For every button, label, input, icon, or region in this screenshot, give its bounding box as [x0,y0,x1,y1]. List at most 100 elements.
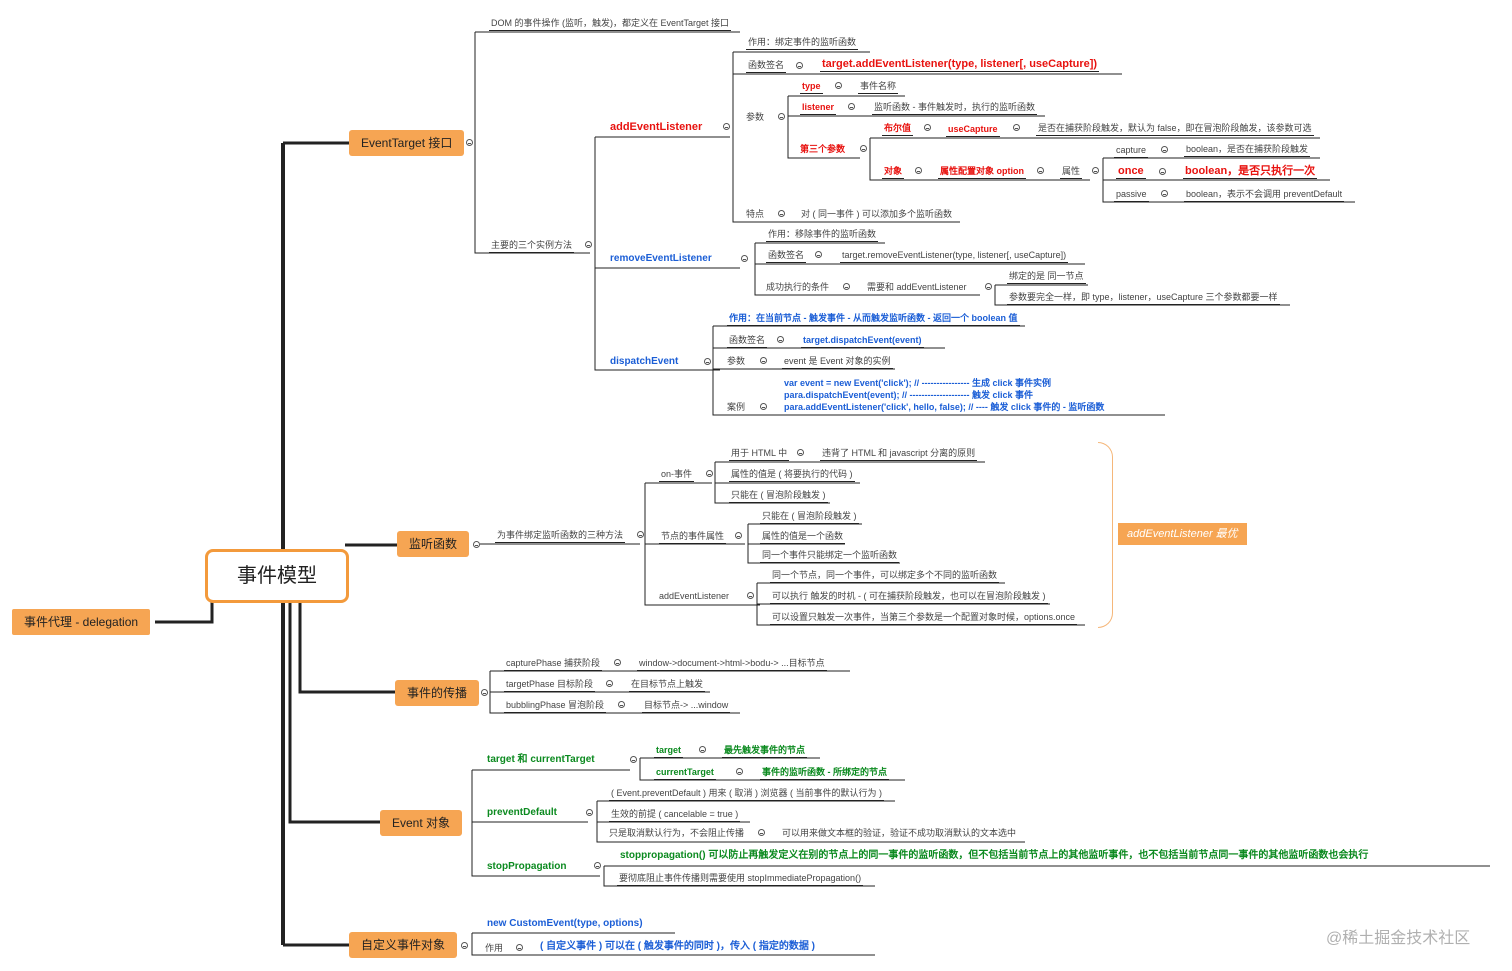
option-object: 属性配置对象 option [938,165,1026,179]
collapse-icon[interactable] [797,449,804,456]
remove-listener-node[interactable]: removeEventListener [610,253,712,264]
summary-brace [1098,442,1113,628]
collapse-icon[interactable] [630,756,637,763]
param-bool: 布尔值 [882,122,914,136]
collapse-icon[interactable] [481,689,488,696]
add-sig-label: 函数签名 [746,59,787,73]
remove-cond2: 参数要完全一样，即 type，listener，useCapture 三个参数都… [1007,291,1280,305]
ael-3: 可以设置只触发一次事件，当第三个参数是一个配置对象时候，options.once [770,611,1078,625]
collapse-icon[interactable] [466,139,473,146]
target-label: target [654,744,684,758]
collapse-icon[interactable] [594,862,601,869]
collapse-icon[interactable] [924,124,931,131]
node-prop: 节点的事件属性 [659,530,727,544]
ael-2: 可以执行 触发的时机 - ( 可在捕获阶段触发，也可以在冒泡阶段触发 ) [770,590,1048,604]
target-desc: 最先触发事件的节点 [722,744,808,758]
custom-role-label: 作用 [485,943,504,953]
pd-1: ( Event.preventDefault ) 用来 ( 取消 ) 浏览器 (… [609,787,885,801]
collapse-icon[interactable] [585,241,592,248]
dispatch-signature: target.dispatchEvent(event) [801,334,924,348]
prop-bubble: 只能在 ( 冒泡阶段触发 ) [760,510,859,524]
remove-signature: target.removeEventListener(type, listene… [840,249,1069,263]
collapse-icon[interactable] [1092,167,1099,174]
collapse-icon[interactable] [760,403,767,410]
dispatch-event-node[interactable]: dispatchEvent [610,356,679,367]
collapse-icon[interactable] [637,531,644,538]
collapse-icon[interactable] [815,251,822,258]
collapse-icon[interactable] [741,255,748,262]
propagation-node[interactable]: 事件的传播 [395,680,480,706]
bubble-phase: bubblingPhase 冒泡阶段 [504,699,607,713]
collapse-icon[interactable] [461,942,468,949]
dispatch-case-label: 案例 [727,402,746,412]
collapse-icon[interactable] [706,470,713,477]
custom-constructor: new CustomEvent(type, options) [487,918,643,929]
collapse-icon[interactable] [796,62,803,69]
collapse-icon[interactable] [614,659,621,666]
collapse-icon[interactable] [777,336,784,343]
collapse-icon[interactable] [915,167,922,174]
collapse-icon[interactable] [704,358,711,365]
prop-one: 同一个事件只能绑定一个监听函数 [760,549,900,563]
collapse-icon[interactable] [985,283,992,290]
collapse-icon[interactable] [778,113,785,120]
dispatch-sig-label: 函数签名 [727,334,768,348]
root-node[interactable]: 事件模型 [205,549,349,603]
add-feature-label: 特点 [746,209,765,219]
dispatch-param: event 是 Event 对象的实例 [782,355,893,369]
sp-2: 要彻底阻止事件传播则需要使用 stopImmediatePropagation(… [617,872,864,886]
prevent-default[interactable]: preventDefault [487,807,558,818]
on-val: 属性的值是 ( 将要执行的代码 ) [729,468,855,482]
case-code-1: var event = new Event('click'); // -----… [784,378,1052,388]
target-phase-desc: 在目标节点上触发 [629,678,706,692]
collapse-icon[interactable] [1013,124,1020,131]
stop-propagation[interactable]: stopPropagation [487,861,567,872]
collapse-icon[interactable] [1037,167,1044,174]
target-phase: targetPhase 目标阶段 [504,678,596,692]
case-code-2: para.dispatchEvent(event); // ----------… [784,390,1033,400]
collapse-icon[interactable] [736,768,743,775]
collapse-icon[interactable] [586,809,593,816]
eventtarget-node[interactable]: EventTarget 接口 [349,130,465,156]
dom-note: DOM 的事件操作 (监听，触发)，都定义在 EventTarget 接口 [489,17,732,31]
add-listener-node[interactable]: addEventListener [610,121,703,133]
collapse-icon[interactable] [606,680,613,687]
collapse-icon[interactable] [1161,190,1168,197]
collapse-icon[interactable] [699,746,706,753]
opt-once-desc: boolean，是否只执行一次 [1183,165,1318,179]
event-object-node[interactable]: Event 对象 [380,810,463,836]
ael-method: addEventListener [659,591,730,601]
param-type: type [800,80,823,94]
collapse-icon[interactable] [860,145,867,152]
sp-1: stoppropagation() 可以防止再触发定义在别的节点上的同一事件的监… [620,850,1369,861]
collapse-icon[interactable] [848,103,855,110]
add-feature: 对 ( 同一事件 ) 可以添加多个监听函数 [801,209,952,219]
collapse-icon[interactable] [1161,146,1168,153]
watermark: @稀土掘金技术社区 [1326,930,1471,947]
bubble-phase-desc: 目标节点-> ...window [642,699,731,713]
collapse-icon[interactable] [723,123,730,130]
collapse-icon[interactable] [778,210,785,217]
collapse-icon[interactable] [618,701,625,708]
collapse-icon[interactable] [747,592,754,599]
collapse-icon[interactable] [516,944,523,951]
best-summary[interactable]: addEventListener 最优 [1118,523,1247,545]
delegation-node[interactable]: 事件代理 - delegation [12,609,151,635]
capture-phase: capturePhase 捕获阶段 [504,657,603,671]
collapse-icon[interactable] [1159,168,1166,175]
collapse-icon[interactable] [843,283,850,290]
collapse-icon[interactable] [760,357,767,364]
listener-node[interactable]: 监听函数 [397,531,470,557]
target-current[interactable]: target 和 currentTarget [487,754,595,765]
custom-event-node[interactable]: 自定义事件对象 [349,932,458,958]
opt-capture-desc: boolean，是否在捕获阶段触发 [1184,143,1311,157]
param-listener: listener [800,101,837,115]
three-ways: 为事件绑定监听函数的三种方法 [495,529,626,543]
add-params-label: 参数 [746,112,765,122]
collapse-icon[interactable] [758,829,765,836]
collapse-icon[interactable] [835,82,842,89]
collapse-icon[interactable] [735,532,742,539]
add-role: 作用：绑定事件的监听函数 [746,36,859,50]
collapse-icon[interactable] [473,541,480,548]
param-third: 第三个参数 [800,144,846,154]
